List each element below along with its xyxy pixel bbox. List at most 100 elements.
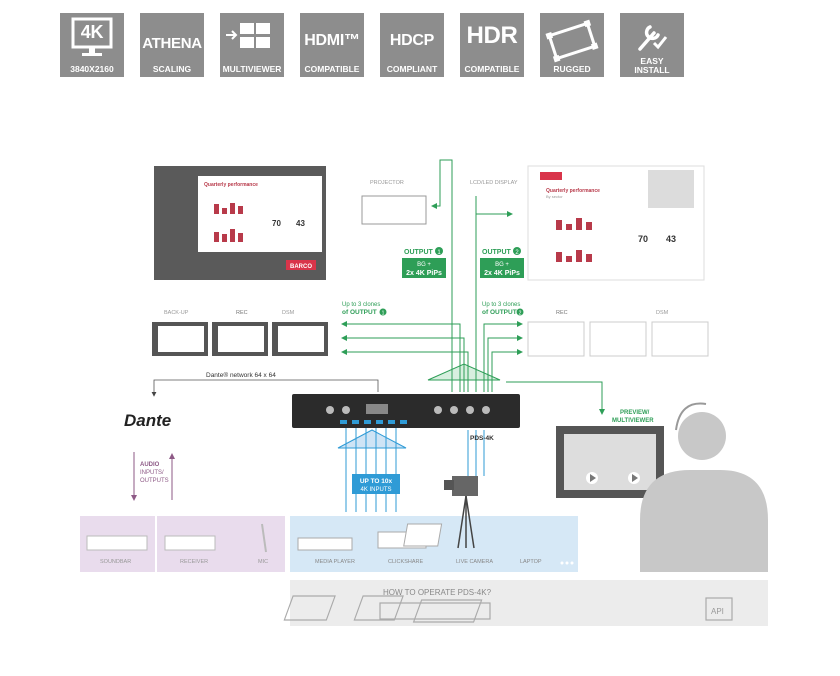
live-camera-icon [444, 476, 478, 549]
operator-body [640, 470, 768, 572]
clones2-line2: of OUTPUT [482, 309, 517, 316]
inputs-label-line2: 4K INPUTS [360, 487, 391, 493]
badge-athena-title: ATHENA [142, 35, 202, 52]
lcd-slide-sub: By sector [546, 194, 563, 199]
badge-4k: 4K 3840X2160 [60, 13, 124, 77]
preview-label-line1: PREVIEW/ [620, 410, 650, 416]
inputs-label-box [352, 474, 400, 494]
badge-4k-title: 4K [80, 22, 104, 42]
badge-rugged: RUGGED [540, 13, 604, 77]
dante-logo: Dante [124, 411, 171, 430]
left-clone-label: DSM [282, 310, 295, 316]
tablet-icon [283, 595, 336, 621]
right-clone-screens [527, 321, 709, 357]
badge-multiviewer-caption: MULTIVIEWER [222, 64, 282, 74]
operator-head [678, 412, 726, 460]
left-clone-label: REC [236, 310, 248, 316]
clones1-line1: Up to 3 clones [342, 302, 380, 308]
projector-slide-title: Quarterly performance [204, 182, 258, 188]
projector-stat1: 70 [272, 219, 281, 228]
output1-box [402, 258, 446, 278]
right-clone-label: REC [556, 310, 568, 316]
lcd-bars [556, 218, 592, 262]
laptop-source-icon [403, 523, 443, 547]
keypad-icon [412, 599, 483, 623]
badge-hdmi-title: HDMI™ [304, 32, 360, 49]
badge-athena: ATHENA SCALING [140, 13, 204, 77]
badge-hdr-title: HDR [466, 22, 518, 49]
output1-badge [435, 247, 443, 255]
dante-network-label: Dante® network 64 x 64 [206, 371, 276, 379]
badge-hdr: HDR COMPATIBLE [460, 13, 524, 77]
output2-line2: 2x 4K PiPs [484, 270, 520, 277]
left-clone-label: BACK-UP [164, 310, 189, 316]
projector-brand-logo [286, 260, 316, 270]
output2-line1: BG + [495, 262, 509, 268]
lcd-photo [648, 170, 694, 208]
badge-hdmi: HDMI™ COMPATIBLE [300, 13, 364, 77]
output1-num: 1 [437, 250, 441, 256]
clones1-num: 1 [382, 311, 385, 317]
operate-icons [283, 595, 733, 623]
badge-easy-install-caption: EASY INSTALL [634, 56, 670, 75]
api-box [705, 597, 733, 621]
api-label: API [711, 607, 724, 616]
audio-label-line3: OUTPUTS [140, 478, 169, 484]
headset-icon [675, 402, 707, 431]
output2-box [480, 258, 524, 278]
left-clone-screens [152, 322, 328, 356]
mic-icon [261, 523, 267, 553]
badge-4k-caption: 3840X2160 [70, 64, 114, 74]
rack-unit-icon [379, 602, 491, 620]
badge-rugged-caption: RUGGED [553, 64, 591, 74]
source-label: MEDIA PLAYER [315, 559, 355, 565]
right-clone-label: DSM [656, 310, 669, 316]
projector-label: PROJECTOR [370, 180, 404, 186]
device-inputs [340, 420, 407, 424]
audio-device-label: SOUNDBAR [100, 559, 131, 565]
projector-stat2: 43 [296, 219, 305, 228]
operate-label: HOW TO OPERATE PDS-4K? [383, 588, 492, 597]
projector-brand: BARCO [290, 264, 312, 270]
inputs-label-line1: UP TO 10x [360, 478, 393, 485]
audio-device-label: RECEIVER [180, 559, 208, 565]
input-arrows [337, 428, 485, 512]
output2-title: OUTPUT [482, 249, 512, 256]
output2-badge [513, 247, 521, 255]
badge-hdmi-caption: COMPATIBLE [304, 64, 360, 74]
badge-hdcp-title: HDCP [389, 32, 435, 49]
receiver-icon [164, 535, 216, 551]
lcd-stat1: 70 [638, 234, 648, 244]
wrench-check-icon [638, 25, 668, 51]
badge-athena-caption: SCALING [152, 64, 192, 74]
output2-num: 2 [515, 250, 519, 256]
output1-line1: BG + [417, 262, 431, 268]
projector-icon [361, 195, 427, 225]
lcd-label: LCD/LED DISPLAY [470, 180, 518, 186]
device-ports [326, 404, 490, 414]
projector-bars [214, 203, 243, 242]
badge-hdr-caption: COMPATIBLE [464, 64, 520, 74]
badge-hdcp-caption: COMPLIANT [386, 64, 438, 74]
audio-device-label: MIC [258, 559, 268, 565]
clones2-line1: Up to 3 clones [482, 302, 520, 308]
badge-hdcp: HDCP COMPLIANT [380, 13, 444, 77]
preview-label-line2: MULTIVIEWER [612, 418, 654, 424]
badge-easy-install: EASY INSTALL [620, 13, 684, 77]
output1-line2: 2x 4K PiPs [406, 270, 442, 277]
multiviewer-icon [226, 23, 270, 48]
pds-4k-device [292, 394, 520, 428]
output-lines [341, 159, 605, 415]
audio-label-line2: INPUTS/ [140, 470, 164, 476]
media-player-icon [297, 537, 353, 551]
clones2-num: 2 [519, 311, 522, 317]
badge-multiviewer: MULTIVIEWER [220, 13, 284, 77]
operate-bar [290, 580, 768, 626]
clones1-line2: of OUTPUT [342, 309, 377, 316]
dante-line [151, 379, 379, 397]
soundbar-icon [86, 535, 148, 551]
output1-title: OUTPUT [404, 249, 434, 256]
device-label: PDS-4K [470, 435, 494, 442]
4k-monitor-icon [71, 17, 113, 56]
